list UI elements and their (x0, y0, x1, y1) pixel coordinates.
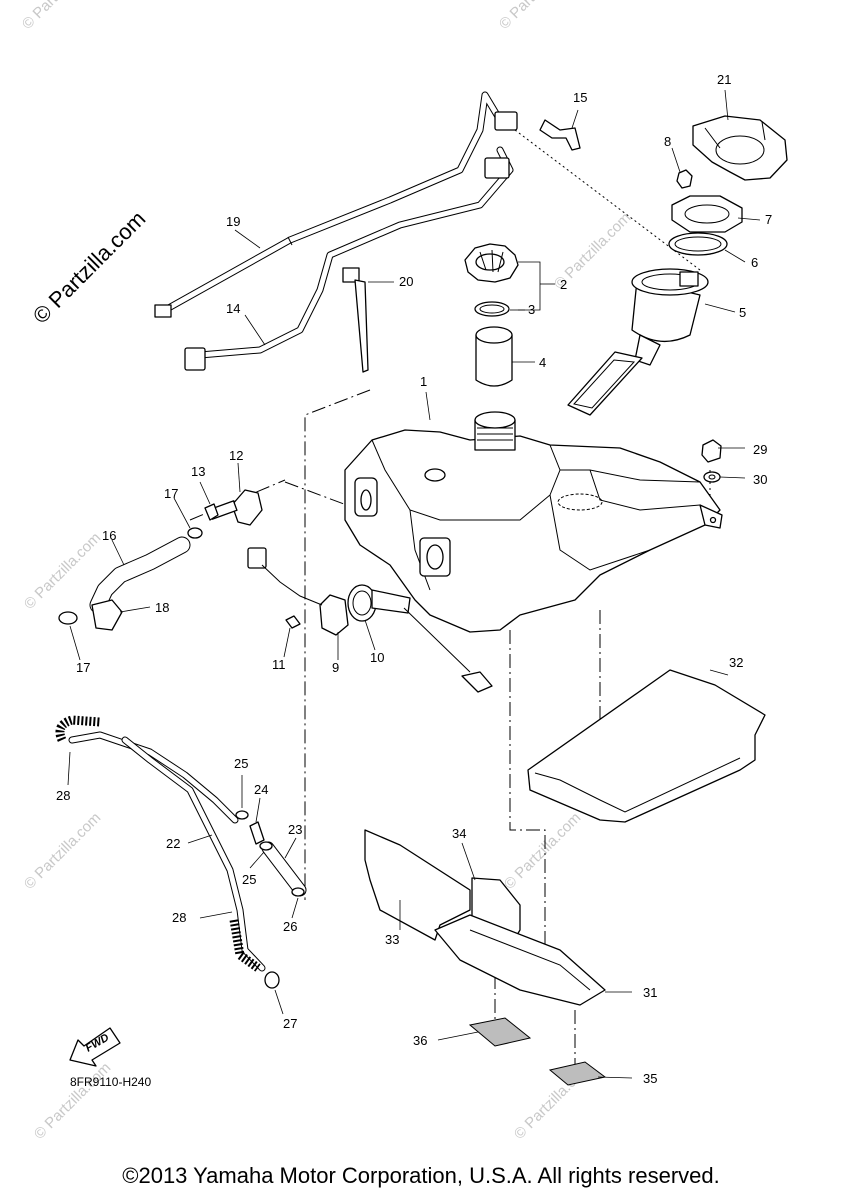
hose-clip (291, 887, 305, 897)
partzilla-watermark: © Partzilla.com (28, 206, 151, 329)
callout-31: 31 (643, 985, 657, 1000)
nut (676, 169, 693, 189)
callout-30: 30 (753, 472, 767, 487)
callout-1: 1 (420, 374, 427, 389)
callout-27: 27 (283, 1016, 297, 1031)
fuel-tank (344, 411, 723, 633)
watermark-text: © Partzilla.com (496, 0, 579, 33)
callout-8: 8 (664, 134, 671, 149)
hose-clip (259, 841, 273, 851)
callout-28-lower: 28 (172, 910, 186, 925)
harness-coupler (484, 157, 510, 179)
callout-15: 15 (573, 90, 587, 105)
fuel-hose (89, 536, 191, 614)
pump-retaining-plate (671, 195, 743, 233)
callout-5: 5 (739, 305, 746, 320)
callout-23: 23 (288, 822, 302, 837)
callout-14: 14 (226, 301, 240, 316)
screw (285, 615, 301, 629)
callout-25-upper: 25 (234, 756, 248, 771)
callout-16: 16 (102, 528, 116, 543)
hose-holder (91, 599, 123, 631)
wire-harness (154, 91, 518, 371)
joint (249, 821, 265, 845)
pump-o-ring (668, 232, 728, 256)
filler-strainer (475, 326, 513, 387)
hose-clip (235, 810, 249, 820)
petcock-screw (204, 503, 219, 521)
skid-plate-31 (434, 914, 606, 1006)
harness-connector (154, 304, 172, 318)
callout-9: 9 (332, 660, 339, 675)
callout-11: 11 (272, 657, 286, 672)
washer (703, 471, 721, 483)
fuel-level-sender (247, 547, 493, 693)
watermark-text: © Partzilla.com (21, 809, 104, 892)
breather-hoses (55, 715, 307, 972)
callout-26: 26 (283, 919, 297, 934)
damper-pad-36 (468, 1017, 532, 1047)
hose-cap (264, 971, 280, 989)
callout-32: 32 (729, 655, 743, 670)
callout-20: 20 (399, 274, 413, 289)
callout-labels: 1 2 3 4 5 6 7 8 9 10 11 12 13 14 15 16 1… (56, 72, 772, 1086)
fuel-cap (464, 243, 519, 283)
hose-clip (58, 611, 78, 625)
callout-10: 10 (370, 650, 384, 665)
fuel-petcock (208, 489, 263, 526)
watermark-text: © Partzilla.com (31, 1059, 114, 1142)
watermark-text: © Partzilla.com (501, 809, 584, 892)
cap-gasket (474, 301, 510, 317)
callout-36: 36 (413, 1033, 427, 1048)
callout-33: 33 (385, 932, 399, 947)
callout-28-upper: 28 (56, 788, 70, 803)
callout-24: 24 (254, 782, 268, 797)
callout-35: 35 (643, 1071, 657, 1086)
callout-12: 12 (229, 448, 243, 463)
fuel-pump (567, 268, 709, 416)
callout-13: 13 (191, 464, 205, 479)
callout-4: 4 (539, 355, 546, 370)
damper-pad-35 (548, 1061, 607, 1086)
hose-clip (187, 527, 203, 539)
copyright-notice: ©2013 Yamaha Motor Corporation, U.S.A. A… (122, 1163, 719, 1188)
harness-coupler (184, 347, 206, 371)
callout-17-lower: 17 (76, 660, 90, 675)
callout-22: 22 (166, 836, 180, 851)
bracket (701, 439, 722, 463)
cable-tie (342, 267, 369, 373)
callout-6: 6 (751, 255, 758, 270)
callout-3: 3 (528, 302, 535, 317)
callout-29: 29 (753, 442, 767, 457)
fwd-arrow-icon: FWD (69, 1027, 121, 1067)
callout-21: 21 (717, 72, 731, 87)
callout-7: 7 (765, 212, 772, 227)
callout-2: 2 (560, 277, 567, 292)
diagram-code: 8FR9110-H240 (70, 1075, 151, 1089)
pump-cover-ring (692, 115, 788, 181)
callout-25-lower: 25 (242, 872, 256, 887)
clamp (539, 119, 581, 151)
callout-18: 18 (155, 600, 169, 615)
callout-34: 34 (452, 826, 466, 841)
harness-connector (494, 111, 518, 131)
watermark-text: © Partzilla.com (19, 0, 102, 33)
leader-lines (67, 89, 761, 1079)
tank-heat-protector (527, 669, 766, 823)
callout-19: 19 (226, 214, 240, 229)
callout-17-upper: 17 (164, 486, 178, 501)
